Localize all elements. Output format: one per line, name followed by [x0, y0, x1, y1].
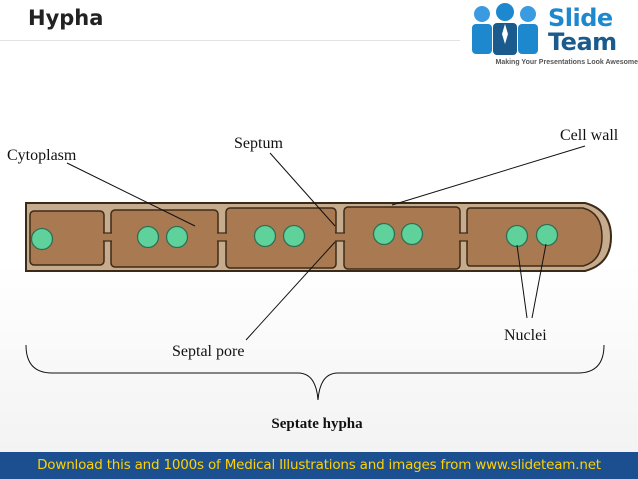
label-septal-pore: Septal pore: [172, 343, 244, 360]
slide-title: Hypha: [28, 6, 104, 30]
nuclei-group: [30, 222, 559, 251]
nucleus: [165, 225, 189, 249]
septal-pore-leader: [245, 241, 336, 341]
leader-lines: [66, 145, 586, 341]
label-septum: Septum: [234, 135, 283, 152]
slideteam-logo: Slide Team Making Your Presentations Loo…: [462, 0, 638, 74]
nuclei-leader-2: [531, 243, 547, 319]
people-icon: [472, 3, 538, 55]
cytoplasm-compartment-2: [110, 209, 219, 268]
header-divider: [0, 40, 460, 41]
cytoplasm-leader: [66, 162, 196, 227]
nuclei-leader-1: [516, 244, 528, 319]
label-septate-hypha: Septate hypha: [271, 416, 363, 432]
logo-tagline: Making Your Presentations Look Awesome: [495, 59, 638, 66]
nucleus: [400, 222, 424, 246]
cytoplasm-compartment-5: [466, 207, 603, 267]
label-cell-wall: Cell wall: [560, 127, 619, 144]
septum-leader: [269, 152, 336, 227]
nucleus: [282, 224, 306, 248]
hypha-diagram: Cytoplasm Septum Cell wall Septal pore N…: [7, 127, 619, 432]
septal-pores: [102, 233, 469, 241]
cell-wall-leader: [391, 145, 586, 206]
logo-text-slide: Slide: [548, 4, 613, 32]
nucleus: [535, 223, 559, 247]
label-cytoplasm: Cytoplasm: [7, 147, 77, 164]
nucleus: [30, 227, 54, 251]
septate-hypha-brace: [25, 344, 605, 401]
nucleus: [136, 225, 160, 249]
nucleus: [372, 222, 396, 246]
nucleus: [505, 224, 529, 248]
label-nuclei: Nuclei: [504, 327, 547, 344]
footer-banner[interactable]: Download this and 1000s of Medical Illus…: [0, 452, 638, 479]
logo-text-team: Team: [548, 28, 617, 56]
septal-pore-edges: [103, 232, 468, 242]
nucleus: [253, 224, 277, 248]
